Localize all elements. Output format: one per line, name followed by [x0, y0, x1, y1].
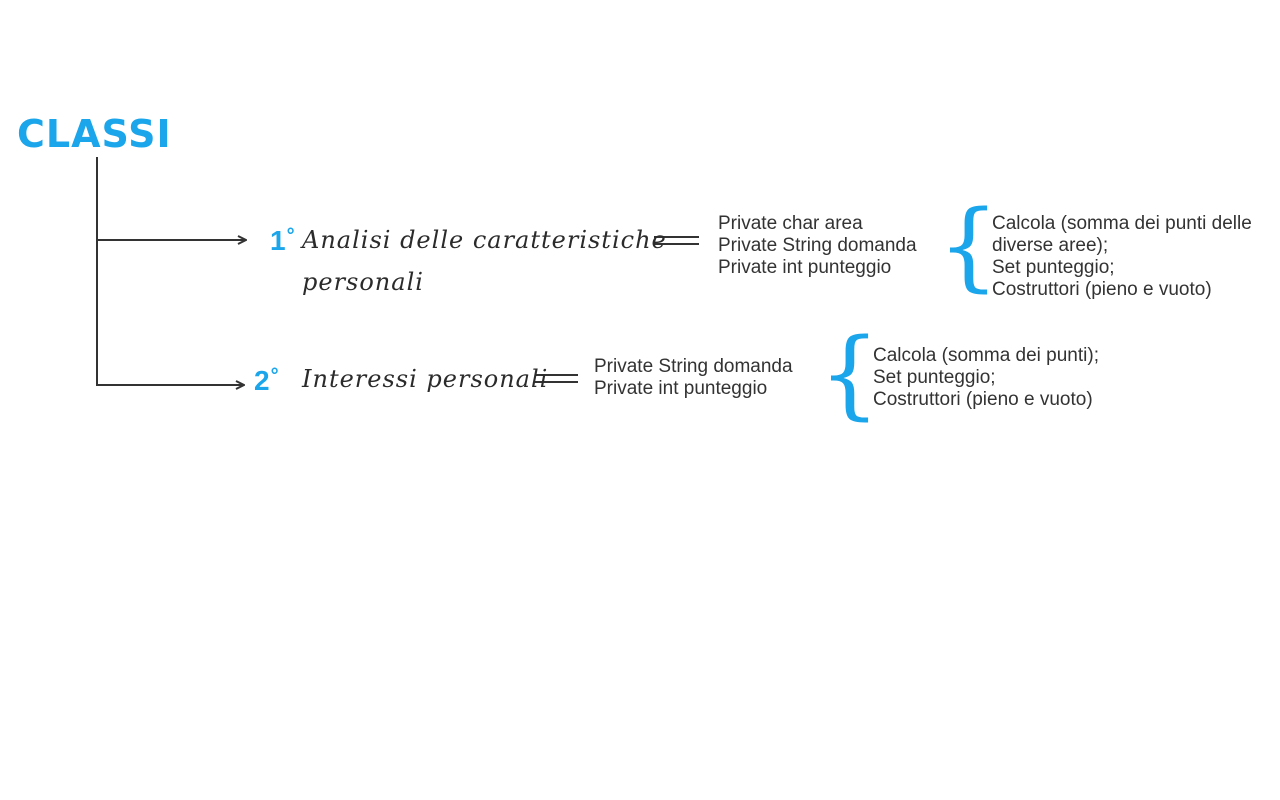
method-item: Set punteggio;: [992, 257, 1115, 278]
method-item: Costruttori (pieno e vuoto): [873, 389, 1093, 410]
degree-symbol: °: [286, 225, 295, 247]
attribute-item: Private String domanda: [594, 356, 793, 377]
method-item: diverse aree);: [992, 235, 1109, 256]
curly-brace-icon: {: [819, 318, 881, 430]
method-item: Costruttori (pieno e vuoto): [992, 279, 1212, 300]
class-number-2: 2°: [254, 365, 279, 396]
degree-symbol: °: [270, 365, 279, 387]
method-item: Set punteggio;: [873, 367, 996, 388]
attribute-item: Private String domanda: [718, 235, 917, 256]
attribute-item: Private char area: [718, 213, 863, 234]
attribute-item: Private int punteggio: [718, 257, 892, 278]
attributes-list-2: Private String domanda Private int punte…: [594, 356, 793, 400]
diagram-title: CLASSI: [17, 112, 172, 156]
class-name-2: Interessi personali: [302, 365, 549, 393]
class-number-1: 1°: [270, 225, 295, 256]
methods-list-1: Calcola (somma dei punti delle diverse a…: [992, 213, 1252, 301]
method-item: Calcola (somma dei punti delle: [992, 213, 1252, 234]
methods-list-2: Calcola (somma dei punti); Set punteggio…: [873, 345, 1099, 411]
class-name-1: Analisi delle caratteristiche personali: [302, 226, 667, 296]
equals-connector-1: [654, 236, 699, 245]
equals-connector-2: [535, 374, 578, 383]
attributes-list-1: Private char area Private String domanda…: [718, 213, 917, 279]
method-item: Calcola (somma dei punti);: [873, 345, 1099, 366]
attribute-item: Private int punteggio: [594, 378, 768, 399]
curly-brace-icon: {: [938, 190, 1000, 302]
